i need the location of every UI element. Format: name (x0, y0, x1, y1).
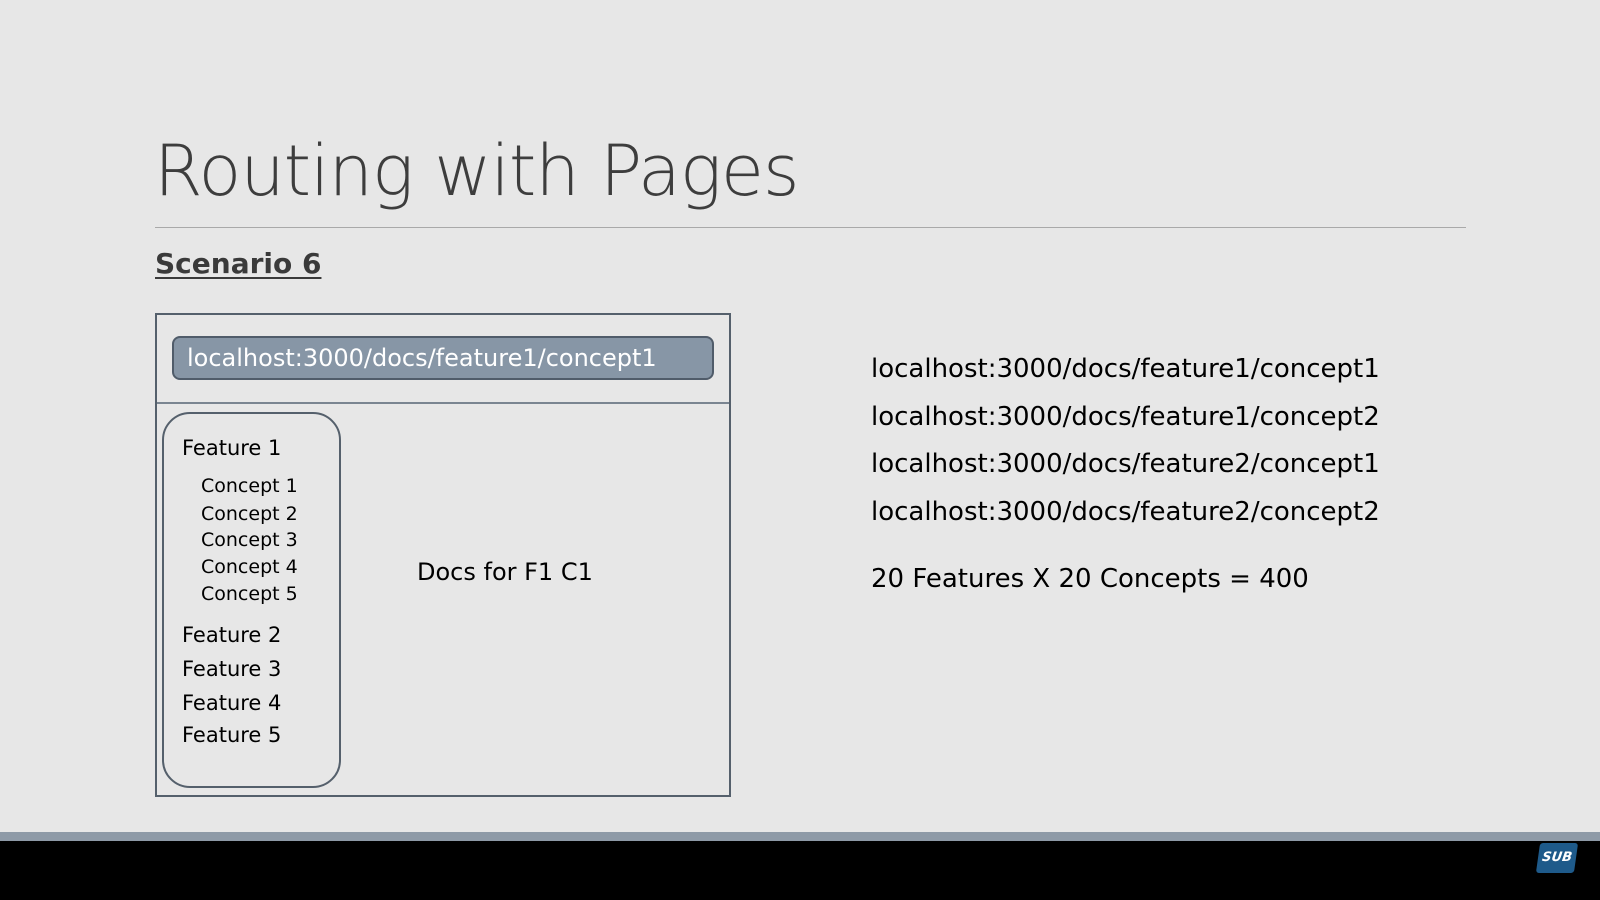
url-bar: localhost:3000/docs/feature1/concept1 (172, 336, 714, 380)
sidebar-concept-2: Concept 2 (201, 503, 298, 525)
bottom-accent-bar (0, 832, 1600, 841)
sidebar-feature-5: Feature 5 (182, 723, 282, 747)
sidebar-concept-3: Concept 3 (201, 529, 298, 551)
sidebar-concept-5: Concept 5 (201, 583, 298, 605)
scenario-heading: Scenario 6 (155, 247, 322, 280)
docs-content: Docs for F1 C1 (417, 558, 593, 586)
sidebar-concept-1: Concept 1 (201, 475, 298, 497)
route-item: localhost:3000/docs/feature2/concept1 (871, 449, 1380, 479)
browser-mockup: localhost:3000/docs/feature1/concept1 Fe… (155, 313, 731, 797)
slide: Routing with Pages Scenario 6 localhost:… (154, 130, 1466, 797)
sidebar-concept-4: Concept 4 (201, 556, 298, 578)
route-item: localhost:3000/docs/feature1/concept2 (871, 402, 1380, 432)
sub-logo-icon: SUB (1535, 843, 1579, 873)
browser-header: localhost:3000/docs/feature1/concept1 (157, 315, 729, 404)
bottom-black-bar (0, 841, 1600, 900)
sidebar-feature-2: Feature 2 (182, 623, 282, 647)
sidebar-feature-4: Feature 4 (182, 691, 282, 715)
sidebar-feature-1: Feature 1 (182, 436, 282, 460)
title-divider (155, 227, 1466, 228)
route-item: localhost:3000/docs/feature2/concept2 (871, 497, 1380, 527)
docs-sidebar: Feature 1 Concept 1 Concept 2 Concept 3 … (162, 412, 341, 788)
total-count: 20 Features X 20 Concepts = 400 (871, 564, 1309, 594)
route-item: localhost:3000/docs/feature1/concept1 (871, 354, 1380, 384)
sidebar-feature-3: Feature 3 (182, 657, 282, 681)
slide-title: Routing with Pages (154, 130, 799, 212)
